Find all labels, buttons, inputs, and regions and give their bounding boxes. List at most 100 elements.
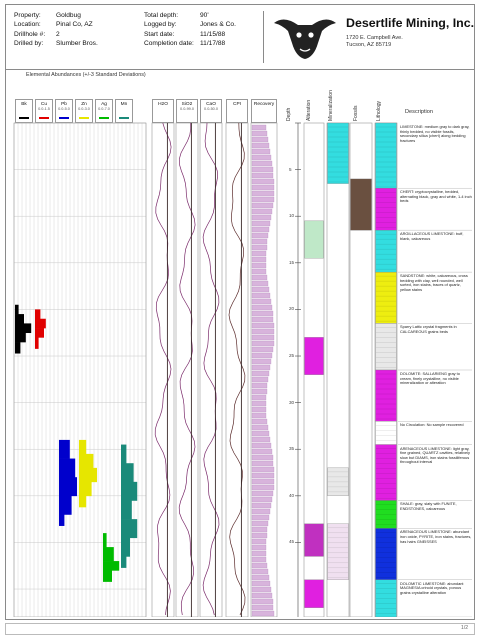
lithology-interval [375, 230, 397, 273]
metadata-key: Drilled by: [14, 40, 44, 48]
recovery-bar [251, 304, 273, 311]
element-color-swatch [119, 117, 129, 119]
recovery-bar [251, 472, 275, 479]
company-address: 1720 E. Campbell Ave. Tucson, AZ 85719 [346, 35, 403, 49]
oxide-header: Recovery [251, 99, 277, 123]
element-bar-mn [121, 556, 127, 568]
element-color-swatch [99, 117, 109, 119]
element-range: 0.0-3.0 [78, 107, 90, 111]
lithology-interval [375, 421, 397, 445]
element-track-frame [13, 122, 147, 617]
oxide-header: H2O [152, 99, 174, 123]
recovery-bar [251, 358, 272, 365]
depth-tick-label: 30 [289, 399, 295, 405]
element-bar-ag [103, 547, 114, 562]
company-name: Desertlife Mining, Inc. [346, 16, 475, 30]
alteration-interval [304, 337, 324, 375]
recovery-bar [251, 166, 274, 173]
recovery-bar [251, 298, 272, 305]
element-name: Mn [120, 102, 128, 107]
oxide-curve [228, 122, 246, 616]
depth-tick-label: 35 [289, 446, 295, 452]
oxide-curve [154, 122, 172, 616]
lithology-interval [375, 271, 397, 324]
oxide-curve [178, 123, 196, 616]
lithology-interval [375, 122, 397, 189]
element-color-swatch [59, 117, 69, 119]
element-bar-bk [15, 323, 32, 334]
oxide-curve [202, 122, 220, 616]
element-name: Bk [21, 102, 27, 107]
description-header: Description [405, 109, 433, 115]
recovery-bar [251, 262, 267, 269]
element-bar-cu [35, 318, 46, 329]
fossils-track [349, 122, 373, 617]
description-entry: No Circulation: No sample recovered [400, 422, 464, 428]
address-line-2: Tucson, AZ 85719 [346, 42, 392, 48]
metadata-val: Pinal Co, AZ [56, 21, 93, 29]
recovery-bar [251, 412, 267, 419]
lithology-interval [375, 369, 397, 422]
oxide-range: 0.0-50.0 [204, 107, 218, 111]
recovery-bar [251, 310, 274, 317]
mineralization-interval [327, 122, 349, 184]
recovery-bar [251, 238, 268, 245]
metadata-key2: Completion date: [144, 40, 194, 48]
lithology-interval [375, 579, 397, 617]
recovery-bar [251, 460, 274, 467]
recovery-bar [251, 376, 269, 383]
recovery-bar [251, 562, 268, 569]
recovery-bar [251, 274, 268, 281]
recovery-bar [251, 592, 273, 599]
recovery-bar [251, 598, 274, 605]
metadata-val2: 11/15/88 [200, 30, 226, 38]
recovery-bar [251, 334, 275, 341]
alteration-interval [304, 523, 324, 557]
recovery-bar [251, 172, 274, 179]
recovery-bar [251, 442, 272, 449]
element-color-swatch [39, 117, 49, 119]
depth-tick-label: 10 [289, 213, 295, 219]
recovery-bar [251, 322, 275, 329]
mineralization-interval [327, 467, 349, 496]
recovery-bar [251, 286, 270, 293]
section-title: Elemental Abundances (+/-3 Standard Devi… [26, 72, 146, 78]
metadata-key2: Logged by: [144, 21, 177, 29]
description-entry: Sparry Lattic crystal fragments in CALCA… [400, 324, 457, 334]
recovery-bar [251, 436, 271, 443]
element-bar-pb [59, 458, 76, 478]
recovery-bar [251, 160, 273, 167]
recovery-bar [251, 340, 275, 347]
page-footer: 1/2 [5, 623, 475, 635]
recovery-bar [251, 130, 268, 137]
element-name: Cu [40, 102, 48, 107]
element-bar-mn [121, 463, 134, 483]
description-entry: ARENACEOUS LIMESTONE: light gray, fine g… [400, 445, 470, 465]
metadata-val: Goldbug [56, 12, 81, 19]
recovery-bar [251, 424, 269, 431]
recovery-bar [251, 316, 274, 323]
description-entry: DOLOMITE: SALLARIENG gray to cream, fine… [400, 371, 460, 386]
recovery-bar [251, 136, 269, 143]
recovery-bar [251, 256, 267, 263]
element-bar-mn [121, 537, 130, 557]
recovery-bar [251, 178, 275, 185]
recovery-bar [251, 184, 275, 191]
recovery-bar [251, 388, 268, 395]
recovery-bar [251, 280, 269, 287]
recovery-bar [251, 352, 273, 359]
element-bar-bk [15, 314, 24, 324]
element-bar-cu [35, 309, 41, 320]
alteration-interval [304, 579, 324, 608]
element-bar-pb [59, 477, 77, 497]
element-header: Bk [15, 99, 33, 123]
element-color-swatch [19, 117, 29, 119]
description-entry: SANDSTONE: white, calcareous, cross bedd… [400, 273, 468, 292]
oxide-header: CPI [226, 99, 248, 123]
recovery-bar [251, 580, 271, 587]
recovery-track [250, 122, 278, 617]
